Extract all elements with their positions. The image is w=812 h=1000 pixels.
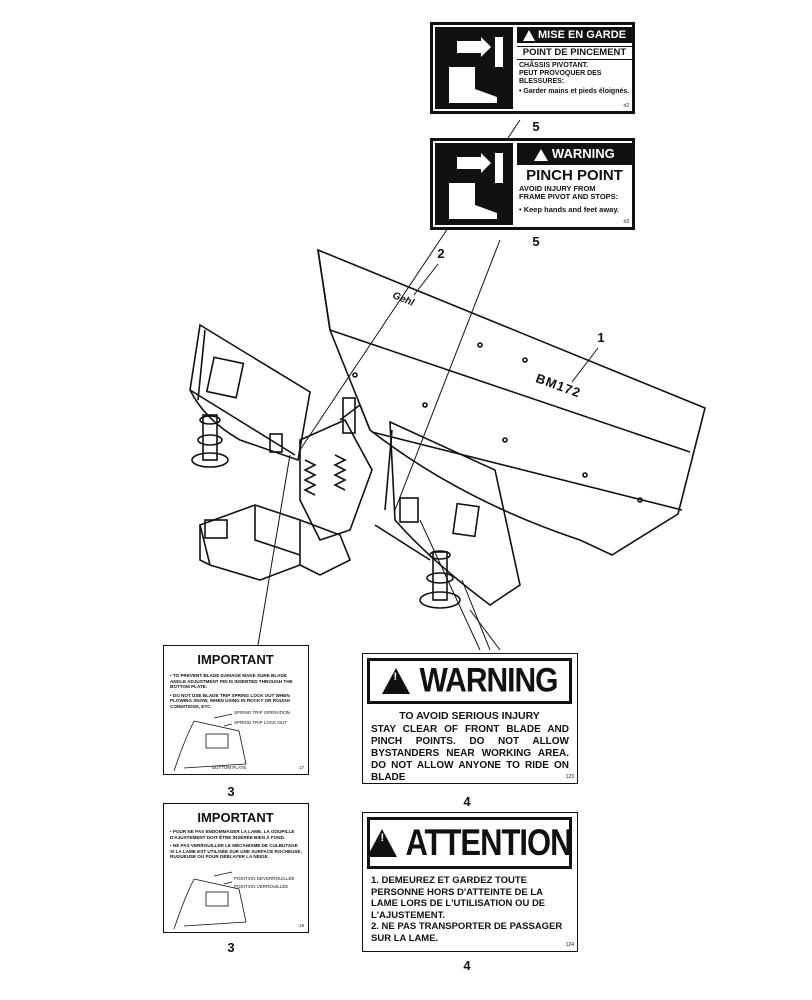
important-fr-code: 18 xyxy=(298,923,304,928)
decal-en-title: PINCH POINT xyxy=(526,167,623,184)
warning-triangle-icon xyxy=(522,29,535,41)
boot-pinch-icon xyxy=(449,153,503,219)
attention-fr-header: ATTENTION xyxy=(405,821,572,864)
decal-en-line2: FRAME PIVOT AND STOPS: xyxy=(519,192,619,201)
decal-fr-line2: PEUT PROVOQUER DES xyxy=(519,70,602,77)
decal-fr-header: MISE EN GARDE xyxy=(538,29,627,41)
callout-2: 2 xyxy=(437,246,445,261)
v-blade-right xyxy=(389,420,521,606)
attention-fr-item1: 1. DEMEUREZ ET GARDEZ TOUTE PERSONNE HOR… xyxy=(371,875,546,921)
decal-pinch-point-en: WARNING PINCH POINT AVOID INJURY FROM FR… xyxy=(430,138,635,230)
callout-4b: 4 xyxy=(463,958,471,973)
attention-fr-code: 124 xyxy=(565,942,574,948)
decal-en-bullet: • Keep hands and feet away. xyxy=(519,205,620,214)
decal-warning-en: WARNING TO AVOID SERIOUS INJURY STAY CLE… xyxy=(362,653,578,784)
important-en-label1: SPRING TRIP OPERATION xyxy=(234,710,291,715)
important-en-bullet2: • DO NOT USE BLADE TRIP SPRING LOCK OUT … xyxy=(170,692,290,709)
important-en-label2: SPRING TRIP LOCK OUT xyxy=(234,720,287,725)
important-en-code: 17 xyxy=(298,765,304,770)
boot-pinch-icon xyxy=(449,37,503,103)
leader-line-4a xyxy=(419,519,481,651)
decal-fr-bullet: • Garder mains et pieds éloignés. xyxy=(519,88,630,95)
spring-trip-diagram-fr xyxy=(173,871,247,930)
leader-line-2 xyxy=(413,263,439,296)
important-en-title: IMPORTANT xyxy=(197,652,274,667)
warning-triangle-icon xyxy=(534,148,549,161)
straight-blade xyxy=(317,248,706,556)
decal-fr-title: POINT DE PINCEMENT xyxy=(517,46,632,60)
warning-en-header: WARNING xyxy=(419,661,559,700)
leader-line-3 xyxy=(257,454,291,646)
decal-attention-fr: ATTENTION 1. DEMEUREZ ET GARDEZ TOUTE PE… xyxy=(362,812,578,952)
leader-line-1 xyxy=(571,347,599,383)
important-en-bullet1: • TO PREVENT BLADE DAMAGE MAKE SURE BLAD… xyxy=(170,673,293,690)
important-fr-bullet1: • POUR NE PAS ENDOMMAGER LA LAME, LA GOU… xyxy=(170,829,295,840)
callout-5a: 5 xyxy=(532,119,540,134)
callout-4a: 4 xyxy=(463,794,471,809)
decal-important-en: IMPORTANT • TO PREVENT BLADE DAMAGE MAKE… xyxy=(163,645,309,775)
decal-en-header: WARNING xyxy=(551,146,615,161)
callout-5b: 5 xyxy=(532,234,540,249)
decal-fr-line1: CHÂSSIS PIVOTANT. xyxy=(519,62,589,69)
decal-pinch-point-fr: MISE EN GARDE POINT DE PINCEMENT CHÂSSIS… xyxy=(430,22,635,114)
callout-3a: 3 xyxy=(227,784,235,799)
callout-3b: 3 xyxy=(227,940,235,955)
decal-fr-code: ri2 xyxy=(623,103,629,109)
warning-en-title: TO AVOID SERIOUS INJURY xyxy=(399,710,540,722)
important-fr-label1: POSITION DÉVERROUILLÉE xyxy=(234,876,295,881)
callout-1: 1 xyxy=(597,330,605,345)
important-fr-bullet2: • NE PAS VERROUILLER LE MÉCANISME DE CUL… xyxy=(170,843,302,860)
warning-en-body: STAY CLEAR OF FRONT BLADE AND PINCH POIN… xyxy=(371,724,569,783)
attention-fr-item2: 2. NE PAS TRANSPORTER DE PASSAGER SUR LA… xyxy=(371,921,563,944)
important-fr-title: IMPORTANT xyxy=(197,810,274,825)
important-fr-label2: POSITION VERROUILLÉE xyxy=(234,884,289,889)
decal-en-line1: AVOID INJURY FROM xyxy=(519,184,596,193)
leader-line-5-lower xyxy=(394,239,501,511)
leader-line-4b xyxy=(461,579,491,651)
spring-trip-diagram xyxy=(173,713,247,772)
decal-important-fr: IMPORTANT • POUR NE PAS ENDOMMAGER LA LA… xyxy=(163,803,309,933)
warning-en-code: 123 xyxy=(565,774,574,780)
decal-fr-line3: BLESSURES: xyxy=(519,78,565,85)
decal-en-code: ri3 xyxy=(623,219,629,225)
important-en-label3: BOTTOM PLATE xyxy=(212,765,247,770)
warning-triangle-icon xyxy=(381,668,410,694)
warning-triangle-icon xyxy=(367,829,398,857)
